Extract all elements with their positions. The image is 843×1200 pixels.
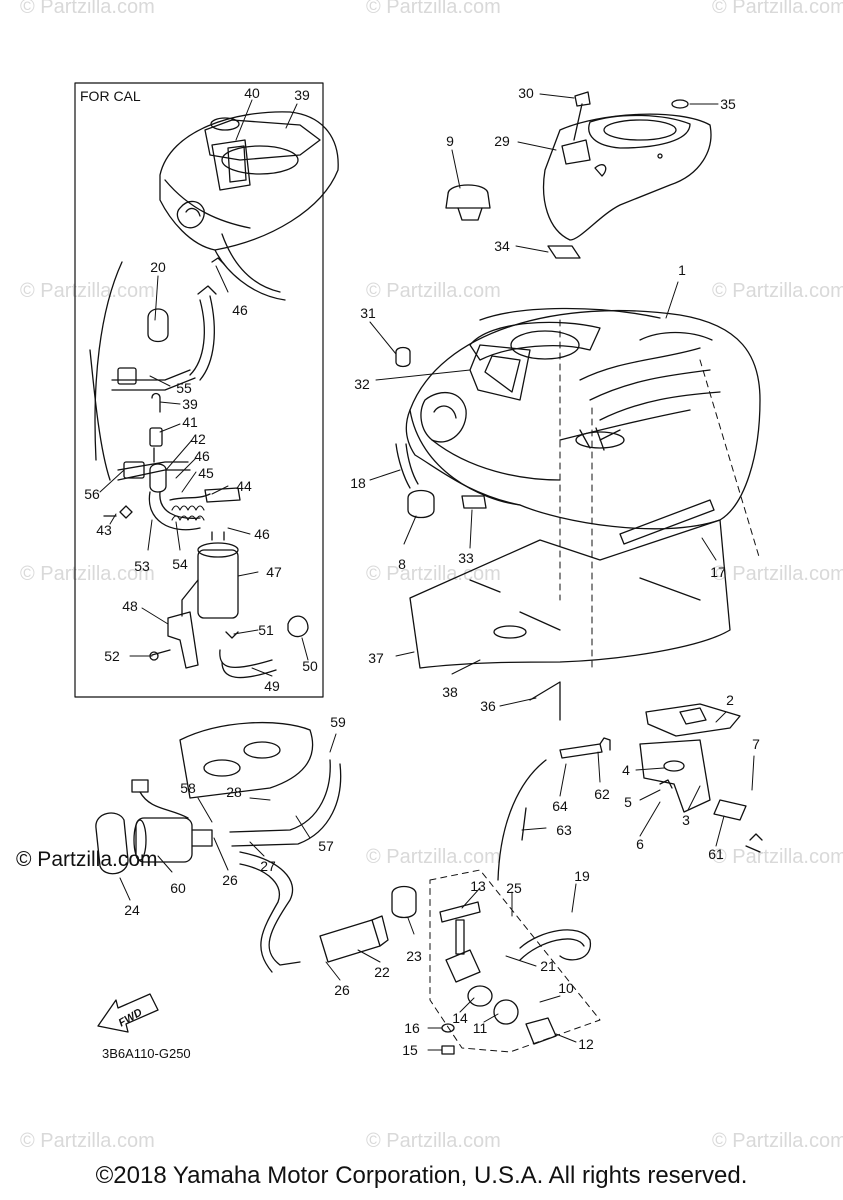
callout-24: 24 [124,902,140,918]
watermark: © Partzilla.com [366,563,501,585]
callout-11: 11 [472,1020,488,1036]
callout-19: 19 [574,868,590,884]
callout-44: 44 [236,478,252,494]
callout-20: 20 [150,259,166,275]
callout-35: 35 [720,96,736,112]
watermark: © Partzilla.com [20,0,155,18]
callout-28: 28 [226,784,242,800]
callout-12: 12 [578,1036,594,1052]
callout-51: 51 [258,622,274,638]
drawing-code: 3B6A110-G250 [102,1046,191,1061]
callout-39: 39 [294,87,310,103]
callout-25: 25 [506,880,522,896]
callout-46: 46 [194,448,210,464]
callout-50: 50 [302,658,318,674]
callout-13: 13 [470,878,486,894]
watermark: © Partzilla.com [712,280,843,302]
callout-1: 1 [678,262,686,278]
callout-42: 42 [190,431,206,447]
callout-53: 53 [134,558,150,574]
callout-15: 15 [402,1042,418,1058]
callout-58: 58 [180,780,196,796]
callout-41: 41 [182,414,198,430]
fuel-rail [179,721,342,847]
fuel-tank [405,307,761,530]
watermark: © Partzilla.com [712,846,843,868]
callout-7: 7 [752,736,760,752]
callout-30: 30 [518,85,534,101]
callout-49: 49 [264,678,280,694]
inset-tank [159,111,339,301]
callout-62: 62 [594,786,610,802]
watermark: © Partzilla.com [366,1130,501,1152]
callout-29: 29 [494,133,510,149]
callout-26: 26 [222,872,238,888]
callout-52: 52 [104,648,120,664]
callout-37: 37 [368,650,384,666]
callout-57: 57 [318,838,334,854]
callout-36: 36 [480,698,496,714]
watermark: © Partzilla.com [20,1130,155,1152]
brand-mark: © Partzilla.com [16,848,158,871]
callout-34: 34 [494,238,510,254]
callout-27: 27 [260,858,276,874]
watermark: © Partzilla.com [712,0,843,18]
callout-9: 9 [446,133,454,149]
callout-17: 17 [710,564,726,580]
callout-61: 61 [708,846,724,862]
callout-64: 64 [552,798,568,814]
callout-14: 14 [452,1010,468,1026]
callout-38: 38 [442,684,458,700]
callout-59: 59 [330,714,346,730]
callout-21: 21 [540,958,556,974]
callout-16: 16 [404,1020,420,1036]
callout-60: 60 [170,880,186,896]
watermark: © Partzilla.com [366,846,501,868]
inset-label: FOR CAL [80,88,141,104]
callout-18: 18 [350,475,366,491]
tank-cover [542,113,712,241]
fwd-arrow [97,993,159,1033]
callout-23: 23 [406,948,422,964]
callout-6: 6 [636,836,644,852]
watermark: © Partzilla.com [712,563,843,585]
copyright-footer: ©2018 Yamaha Motor Corporation, U.S.A. A… [95,1162,748,1189]
inset-frame [74,82,324,698]
callout-46: 46 [232,302,248,318]
callout-4: 4 [622,762,630,778]
callout-55: 55 [176,380,192,396]
fuel-filter [319,915,389,963]
callout-43: 43 [96,522,112,538]
callout-10: 10 [558,980,574,996]
callout-39: 39 [182,396,198,412]
callout-63: 63 [556,822,572,838]
callout-31: 31 [360,305,376,321]
callout-54: 54 [172,556,188,572]
callout-48: 48 [122,598,138,614]
callout-8: 8 [398,556,406,572]
callout-56: 56 [84,486,100,502]
callout-47: 47 [266,564,282,580]
heat-shield [409,519,731,721]
watermark: © Partzilla.com [20,563,155,585]
callout-40: 40 [244,85,260,101]
callout-26: 26 [334,982,350,998]
callout-22: 22 [374,964,390,980]
watermark: © Partzilla.com [366,280,501,302]
callout-33: 33 [458,550,474,566]
fuel-cock [439,901,591,1055]
callout-45: 45 [198,465,214,481]
callout-3: 3 [682,812,690,828]
callout-46: 46 [254,526,270,542]
callout-2: 2 [726,692,734,708]
callout-32: 32 [354,376,370,392]
watermark: © Partzilla.com [712,1130,843,1152]
watermark: © Partzilla.com [366,0,501,18]
pump-assembly [95,779,213,875]
watermark: © Partzilla.com [20,280,155,302]
callout-5: 5 [624,794,632,810]
inset-hoses [89,257,309,679]
